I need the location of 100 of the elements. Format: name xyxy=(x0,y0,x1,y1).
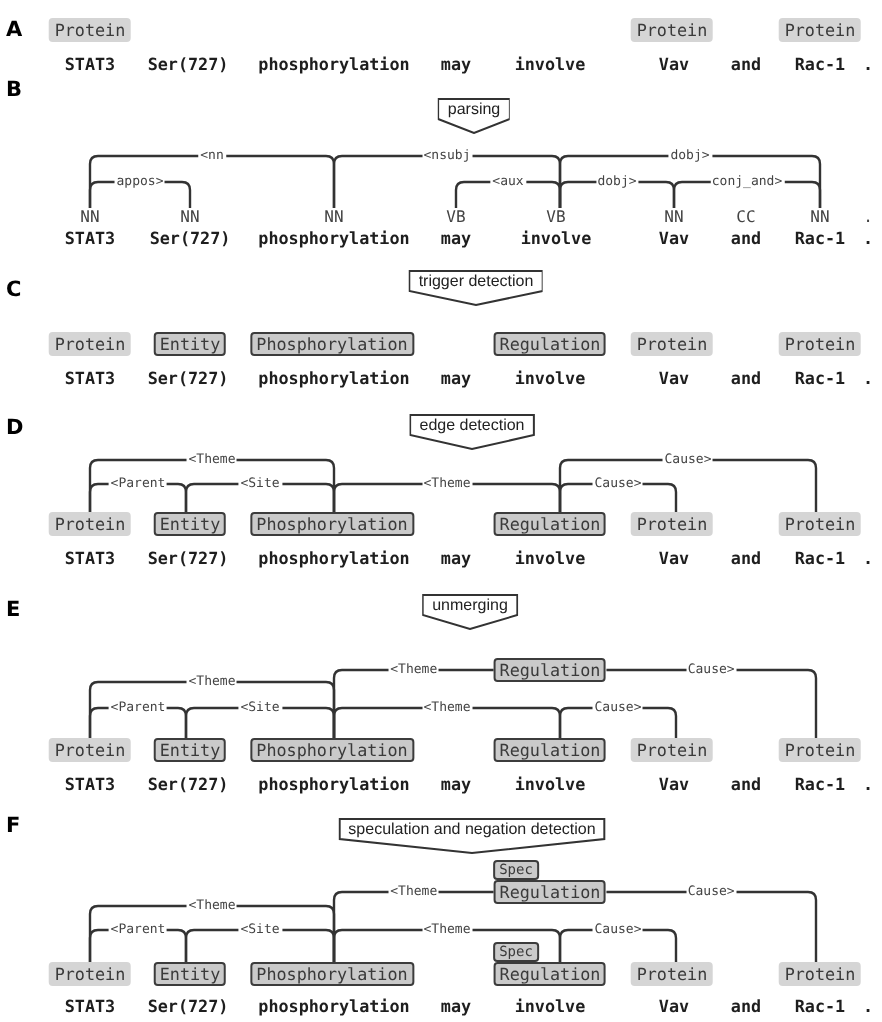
annotation-tag: Protein xyxy=(48,18,132,42)
sentence-token: Rac-1 xyxy=(794,548,846,568)
sentence-token: phosphorylation xyxy=(258,548,410,568)
sentence-token: may xyxy=(440,228,472,248)
trigger-tag: Entity xyxy=(153,738,227,762)
panel-letter: B xyxy=(6,78,23,102)
sentence-token: STAT3 xyxy=(64,228,116,248)
annotation-tag: Protein xyxy=(48,738,132,762)
sentence-token: and xyxy=(730,54,762,74)
relation-arc xyxy=(184,706,336,738)
sentence-token: phosphorylation xyxy=(258,228,410,248)
sentence-token: Ser(727) xyxy=(147,548,229,568)
annotation-tag: Protein xyxy=(778,332,862,356)
annotation-tag: Protein xyxy=(778,962,862,986)
trigger-tag: Regulation xyxy=(493,658,607,682)
sentence-token: STAT3 xyxy=(64,996,116,1016)
sentence-token: may xyxy=(440,54,472,74)
panel-letter: F xyxy=(6,814,21,838)
sentence-token: may xyxy=(440,548,472,568)
step-pentagon: parsing xyxy=(437,98,511,134)
sentence-token: phosphorylation xyxy=(258,996,410,1016)
pos-tag: NN xyxy=(664,208,684,228)
sentence-token: and xyxy=(730,548,762,568)
sentence-token: Vav xyxy=(658,368,690,388)
sentence-token: Vav xyxy=(658,996,690,1016)
sentence-token: Rac-1 xyxy=(794,54,846,74)
annotation-tag: Protein xyxy=(48,332,132,356)
sentence-token: . xyxy=(862,996,874,1016)
sentence-token: involve xyxy=(514,548,586,568)
sentence-token: involve xyxy=(520,228,592,248)
trigger-tag: Entity xyxy=(153,962,227,986)
trigger-tag: Regulation xyxy=(493,962,607,986)
sentence-token: Vav xyxy=(658,228,690,248)
sentence-token: . xyxy=(862,368,874,388)
annotation-tag: Protein xyxy=(630,738,714,762)
sentence-token: Rac-1 xyxy=(794,996,846,1016)
pos-tag: NN xyxy=(324,208,344,228)
sentence-token: . xyxy=(862,228,874,248)
sentence-token: and xyxy=(730,228,762,248)
sentence-token: STAT3 xyxy=(64,368,116,388)
sentence-token: involve xyxy=(514,774,586,794)
sentence-token: Rac-1 xyxy=(794,368,846,388)
sentence-token: Ser(727) xyxy=(149,228,231,248)
step-pentagon: speculation and negation detection xyxy=(338,818,606,854)
trigger-tag: Regulation xyxy=(493,512,607,536)
panel-letter: A xyxy=(6,18,23,42)
trigger-tag: Entity xyxy=(153,512,227,536)
annotation-tag: Protein xyxy=(630,962,714,986)
sentence-token: and xyxy=(730,996,762,1016)
trigger-tag: Regulation xyxy=(493,880,607,904)
sentence-token: Ser(727) xyxy=(147,774,229,794)
pos-tag: . xyxy=(863,208,873,228)
sentence-token: Vav xyxy=(658,774,690,794)
sentence-token: . xyxy=(862,548,874,568)
trigger-tag: Regulation xyxy=(493,332,607,356)
sentence-token: STAT3 xyxy=(64,774,116,794)
annotation-tag: Protein xyxy=(48,962,132,986)
pos-tag: NN xyxy=(810,208,830,228)
trigger-tag: Phosphorylation xyxy=(250,512,414,536)
sentence-token: phosphorylation xyxy=(258,774,410,794)
sentence-token: involve xyxy=(514,368,586,388)
annotation-tag: Protein xyxy=(630,512,714,536)
pos-tag: VB xyxy=(546,208,566,228)
relation-arc xyxy=(184,928,336,962)
sentence-token: may xyxy=(440,368,472,388)
sentence-token: Vav xyxy=(658,548,690,568)
step-pentagon: unmerging xyxy=(422,594,518,630)
trigger-tag: Entity xyxy=(153,332,227,356)
step-pentagon: trigger detection xyxy=(408,270,544,306)
pos-tag: VB xyxy=(446,208,466,228)
pos-tag: CC xyxy=(736,208,756,228)
sentence-token: and xyxy=(730,774,762,794)
sentence-token: may xyxy=(440,996,472,1016)
pos-tag: NN xyxy=(180,208,200,228)
annotation-tag: Protein xyxy=(778,512,862,536)
sentence-token: Ser(727) xyxy=(147,368,229,388)
trigger-tag: Phosphorylation xyxy=(250,332,414,356)
pos-tag: NN xyxy=(80,208,100,228)
trigger-tag: Regulation xyxy=(493,738,607,762)
sentence-token: may xyxy=(440,774,472,794)
annotation-tag: Protein xyxy=(630,332,714,356)
annotation-tag: Protein xyxy=(630,18,714,42)
relation-arc xyxy=(184,482,336,512)
annotation-tag: Protein xyxy=(48,512,132,536)
sentence-token: phosphorylation xyxy=(258,54,410,74)
sentence-token: involve xyxy=(514,996,586,1016)
sentence-token: STAT3 xyxy=(64,548,116,568)
panel-letter: D xyxy=(6,416,24,440)
annotation-tag: Protein xyxy=(778,738,862,762)
sentence-token: involve xyxy=(514,54,586,74)
sentence-token: phosphorylation xyxy=(258,368,410,388)
sentence-token: and xyxy=(730,368,762,388)
sentence-token: STAT3 xyxy=(64,54,116,74)
trigger-tag: Phosphorylation xyxy=(250,738,414,762)
sentence-token: Ser(727) xyxy=(147,54,229,74)
annotation-tag: Protein xyxy=(778,18,862,42)
panel-letter: E xyxy=(6,598,21,622)
panel-letter: C xyxy=(6,278,22,302)
step-pentagon: edge detection xyxy=(409,414,535,450)
sentence-token: . xyxy=(862,54,874,74)
